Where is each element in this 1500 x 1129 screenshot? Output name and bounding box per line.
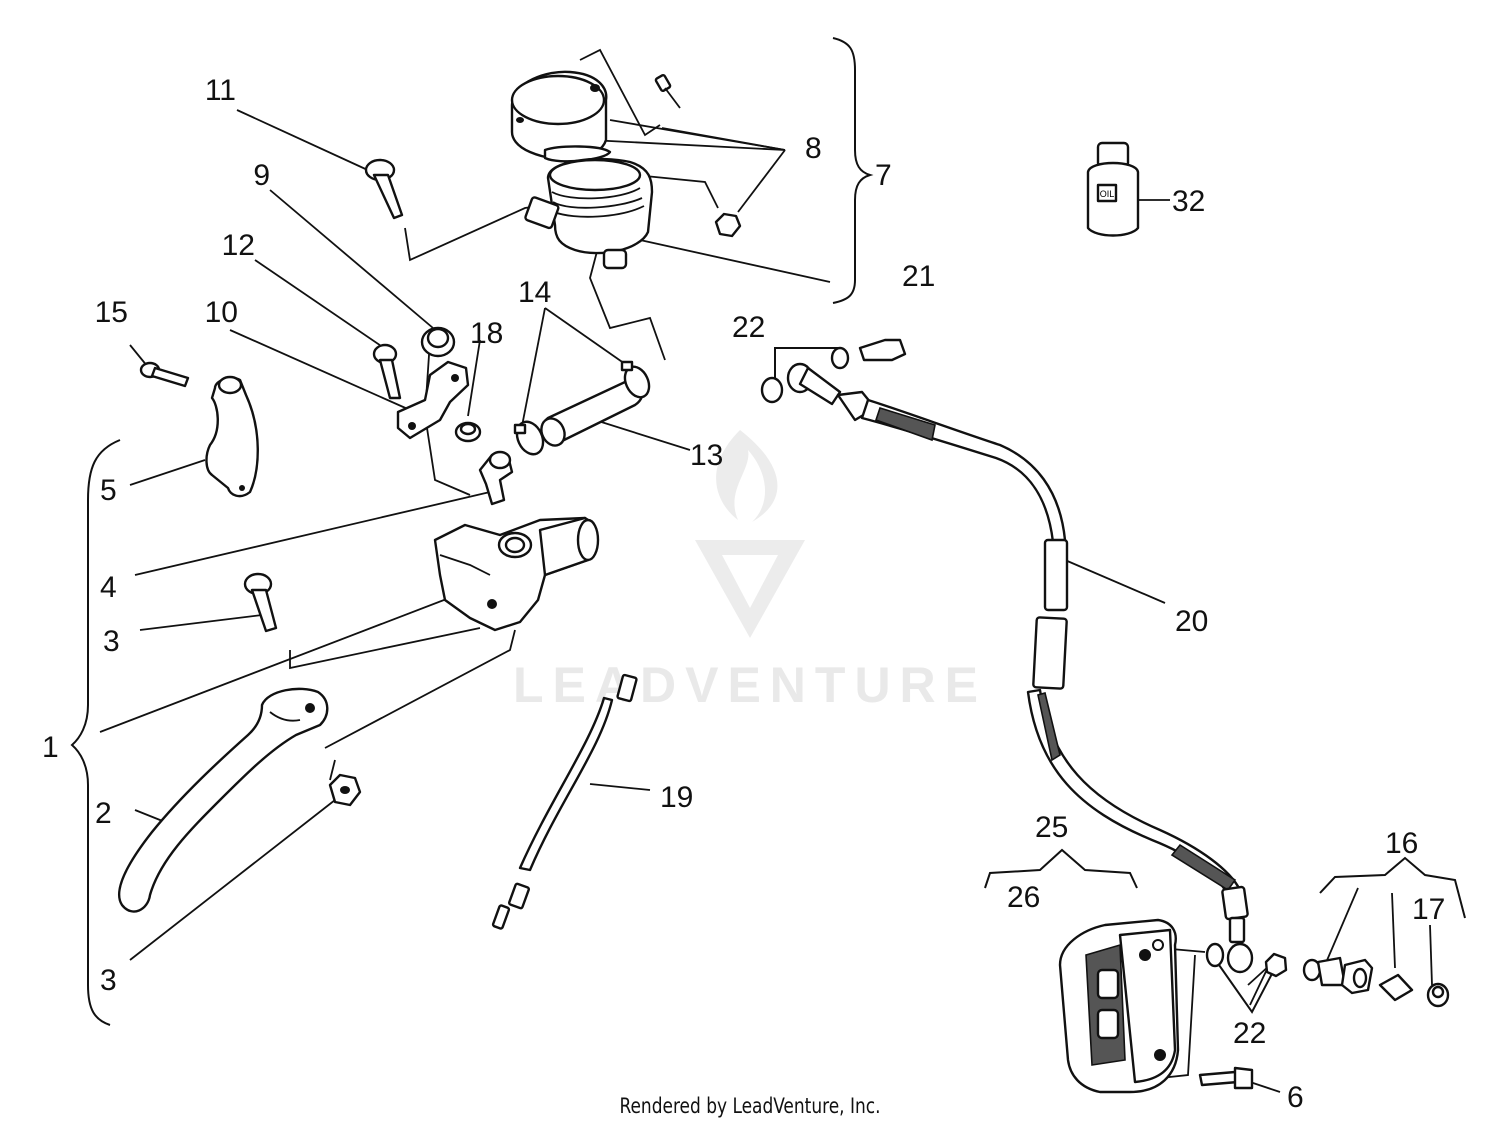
clamp-5 bbox=[205, 375, 259, 498]
oil-bottle-32: OIL bbox=[1086, 141, 1140, 237]
callout-21: 21 bbox=[902, 260, 935, 293]
callout-6: 6 bbox=[1287, 1081, 1304, 1114]
washer-22-bottom-a bbox=[1205, 942, 1225, 968]
callout-13: 13 bbox=[690, 439, 723, 472]
washer-22-bottom-b bbox=[1264, 952, 1288, 978]
callout-5: 5 bbox=[100, 474, 117, 507]
callout-15: 15 bbox=[95, 296, 128, 329]
callout-16: 16 bbox=[1385, 827, 1418, 860]
callout-1: 1 bbox=[42, 731, 59, 764]
washer-22-top-a bbox=[830, 346, 850, 370]
washer-9 bbox=[420, 326, 456, 358]
master-cylinder bbox=[433, 516, 600, 632]
watermark-text: LEADVENTURE bbox=[513, 657, 987, 713]
hose-13 bbox=[540, 380, 644, 447]
caliper-25 bbox=[1058, 918, 1180, 1094]
bleeder-fitting-16b bbox=[1340, 958, 1374, 995]
reservoir-body bbox=[524, 157, 654, 270]
banjo-bolt-21 bbox=[858, 338, 907, 362]
callout-26: 26 bbox=[1007, 881, 1040, 914]
callout-7: 7 bbox=[875, 159, 892, 192]
callout-17: 17 bbox=[1412, 893, 1445, 926]
footer-credit: Rendered by LeadVenture, Inc. bbox=[619, 1094, 881, 1118]
nut-8 bbox=[714, 212, 742, 238]
washer-22-top-b bbox=[760, 376, 784, 404]
fitting-4 bbox=[478, 450, 514, 506]
screw-11 bbox=[364, 158, 404, 220]
bleeder-screw-16c bbox=[1378, 973, 1414, 1002]
oil-bottle-label: OIL bbox=[1100, 189, 1115, 199]
watermark: LEADVENTURE bbox=[513, 430, 987, 713]
clamp-14a bbox=[513, 420, 545, 456]
screw-8 bbox=[654, 73, 681, 109]
callout-14: 14 bbox=[518, 276, 551, 309]
lever-2 bbox=[117, 687, 329, 913]
callout-11: 11 bbox=[205, 74, 236, 107]
brace-16 bbox=[1319, 856, 1466, 919]
callout-10: 10 bbox=[205, 296, 238, 329]
callout-22-top: 22 bbox=[732, 311, 765, 344]
callout-25: 25 bbox=[1035, 811, 1068, 844]
brace-25 bbox=[984, 848, 1138, 889]
clamp-14b bbox=[620, 360, 651, 399]
callout-22-bottom: 22 bbox=[1233, 1017, 1266, 1050]
brace-1 bbox=[70, 439, 121, 1026]
callout-3-lower: 3 bbox=[100, 964, 117, 997]
callout-labels: 11 9 12 15 10 18 14 13 8 7 32 21 22 5 4 … bbox=[42, 74, 1445, 1114]
callout-18: 18 bbox=[470, 317, 503, 350]
bolt-6 bbox=[1198, 1066, 1254, 1090]
brace-22b bbox=[1211, 954, 1276, 1014]
reservoir-cap bbox=[510, 70, 612, 163]
callout-4: 4 bbox=[100, 571, 117, 604]
callout-12: 12 bbox=[222, 229, 255, 262]
bleeder-fitting-16a bbox=[1302, 956, 1347, 987]
screw-15 bbox=[139, 361, 190, 388]
leader-lines bbox=[99, 48, 1433, 1093]
nut-18 bbox=[454, 421, 482, 443]
callout-8: 8 bbox=[805, 132, 822, 165]
callout-20: 20 bbox=[1175, 605, 1208, 638]
callout-9: 9 bbox=[253, 159, 270, 192]
brake-line-20 bbox=[786, 362, 1254, 974]
pivot-bolt-3 bbox=[243, 572, 278, 633]
nut-3 bbox=[328, 773, 362, 807]
callout-19: 19 bbox=[660, 781, 693, 814]
brace-7 bbox=[832, 37, 874, 304]
switch-19 bbox=[491, 673, 638, 930]
bolt-12 bbox=[372, 343, 402, 400]
callout-3-upper: 3 bbox=[103, 625, 120, 658]
callout-2: 2 bbox=[95, 797, 112, 830]
callout-32: 32 bbox=[1172, 185, 1205, 218]
bracket-10 bbox=[396, 360, 470, 440]
cap-17 bbox=[1426, 982, 1450, 1008]
